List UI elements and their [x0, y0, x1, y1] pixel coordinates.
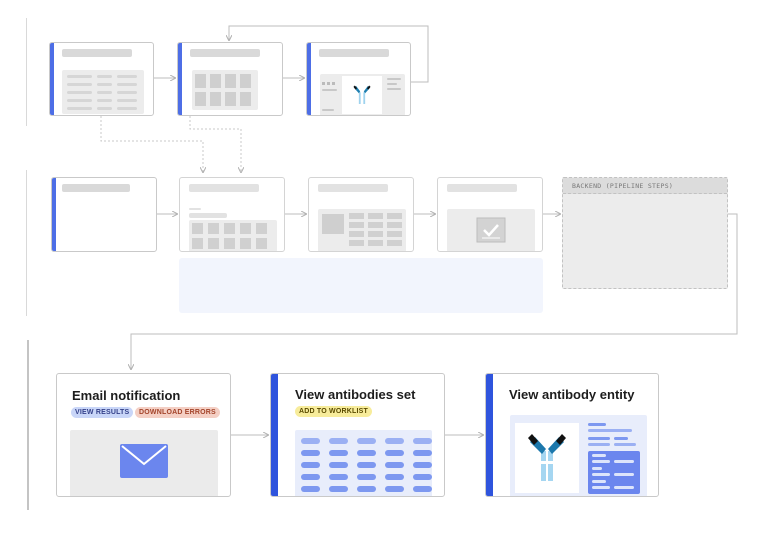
row1-card-entity[interactable]	[306, 42, 411, 116]
checkbox-check-icon	[476, 217, 506, 243]
row2-highlight-region	[179, 258, 543, 313]
grid-panel	[189, 220, 277, 251]
confirm-panel	[447, 209, 535, 251]
card-title-placeholder	[62, 49, 132, 57]
email-card-title: Email notification	[72, 388, 181, 403]
row-1-lane-line	[26, 18, 27, 126]
card-title-placeholder	[190, 49, 260, 57]
grid-panel	[192, 70, 258, 110]
view-antibody-entity-card[interactable]: View antibody entity	[485, 373, 659, 497]
download-errors-tag[interactable]: DOWNLOAD ERRORS	[135, 407, 220, 418]
row2-card-start[interactable]	[51, 177, 157, 252]
row2-card-detail[interactable]	[308, 177, 414, 252]
entity-detail-panel	[510, 415, 647, 496]
view-antibodies-set-card[interactable]: View antibodies set ADD TO WORKLIST	[270, 373, 445, 497]
email-notification-card[interactable]: Email notification VIEW RESULTS DOWNLOAD…	[56, 373, 231, 497]
row1-card-grid[interactable]	[177, 42, 283, 116]
detail-panel	[318, 209, 406, 251]
add-to-worklist-tag[interactable]: ADD TO WORKLIST	[295, 406, 372, 417]
entity-properties-table	[588, 451, 640, 494]
set-card-title: View antibodies set	[295, 387, 416, 402]
antibodies-table-panel	[295, 430, 432, 496]
row-2-lane-line	[26, 170, 27, 316]
card-title-placeholder	[189, 184, 259, 192]
row1-card-list[interactable]	[49, 42, 154, 116]
antibody-icon-small	[353, 85, 371, 104]
card-title-placeholder	[319, 49, 389, 57]
backend-pipeline-box: BACKEND (PIPELINE STEPS)	[562, 177, 728, 289]
antibody-image	[515, 423, 579, 493]
backend-label: BACKEND (PIPELINE STEPS)	[563, 178, 727, 194]
card-title-placeholder	[62, 184, 130, 192]
email-preview-panel	[70, 430, 218, 496]
row2-card-grid[interactable]	[179, 177, 285, 252]
entity-card-title: View antibody entity	[509, 387, 635, 402]
list-panel	[62, 70, 144, 114]
antibody-icon	[528, 434, 566, 481]
row2-card-confirm[interactable]	[437, 177, 543, 252]
row-3-lane-line	[27, 340, 29, 510]
card-title-placeholder	[318, 184, 388, 192]
view-results-tag[interactable]: VIEW RESULTS	[71, 407, 134, 418]
envelope-icon	[120, 444, 168, 478]
entity-panel	[320, 74, 405, 115]
card-title-placeholder	[447, 184, 517, 192]
